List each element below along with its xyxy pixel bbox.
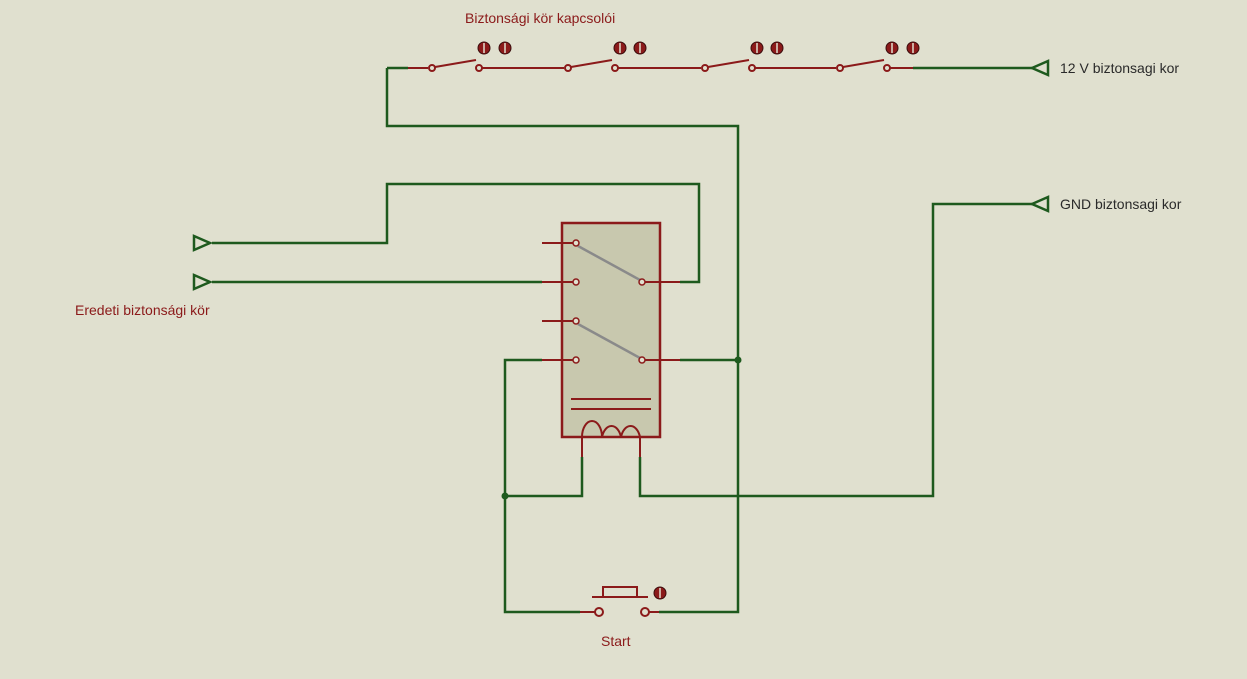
safety-switch-2[interactable] — [544, 41, 680, 72]
safety-switch-1[interactable] — [408, 41, 544, 72]
relay-core — [571, 398, 651, 410]
wire-coil-left[interactable] — [505, 457, 584, 498]
safety-switch-4[interactable] — [816, 41, 920, 72]
relay[interactable] — [542, 221, 680, 457]
relay-contact-arms — [577, 244, 641, 360]
junction-dot — [501, 492, 509, 500]
switches-title: Biztonsági kör kapcsolói — [465, 10, 615, 26]
button-state-icon — [653, 586, 667, 600]
label-12v-port: 12 V biztonsagi kor — [1060, 60, 1179, 76]
terminal-original-1[interactable] — [192, 234, 214, 252]
relay-coil — [581, 420, 641, 457]
terminal-triangle-icon — [1028, 59, 1050, 77]
switch-state-icon — [477, 41, 512, 55]
terminal-triangle-icon — [1028, 195, 1050, 213]
wire-relay-no2-start[interactable] — [503, 358, 580, 614]
relay-contacts — [572, 239, 646, 364]
terminal-triangle-icon — [192, 273, 214, 291]
switch-state-icon — [613, 41, 647, 55]
safety-switch-3[interactable] — [680, 41, 816, 72]
terminal-gnd[interactable] — [1028, 195, 1050, 213]
label-original-circuit: Eredeti biztonsági kör — [75, 302, 210, 318]
wires — [212, 66, 1032, 614]
switch-state-icon — [750, 41, 784, 55]
switch-state-icon — [885, 41, 920, 55]
terminal-triangle-icon — [192, 234, 214, 252]
label-gnd-port: GND biztonsagi kor — [1060, 196, 1182, 212]
button-contact — [594, 607, 604, 617]
button-contact — [640, 607, 650, 617]
junction-dot — [734, 356, 742, 364]
terminal-original-2[interactable] — [192, 273, 214, 291]
safety-switches — [408, 41, 920, 72]
label-start: Start — [601, 633, 631, 649]
relay-body — [560, 221, 662, 439]
wire-12v-to-bus[interactable] — [385, 68, 740, 614]
start-button[interactable] — [580, 586, 667, 617]
terminal-12v[interactable] — [1028, 59, 1050, 77]
relay-pins — [542, 242, 680, 361]
wire-coil-gnd[interactable] — [638, 202, 1032, 498]
wire-original-upper[interactable] — [212, 182, 701, 284]
